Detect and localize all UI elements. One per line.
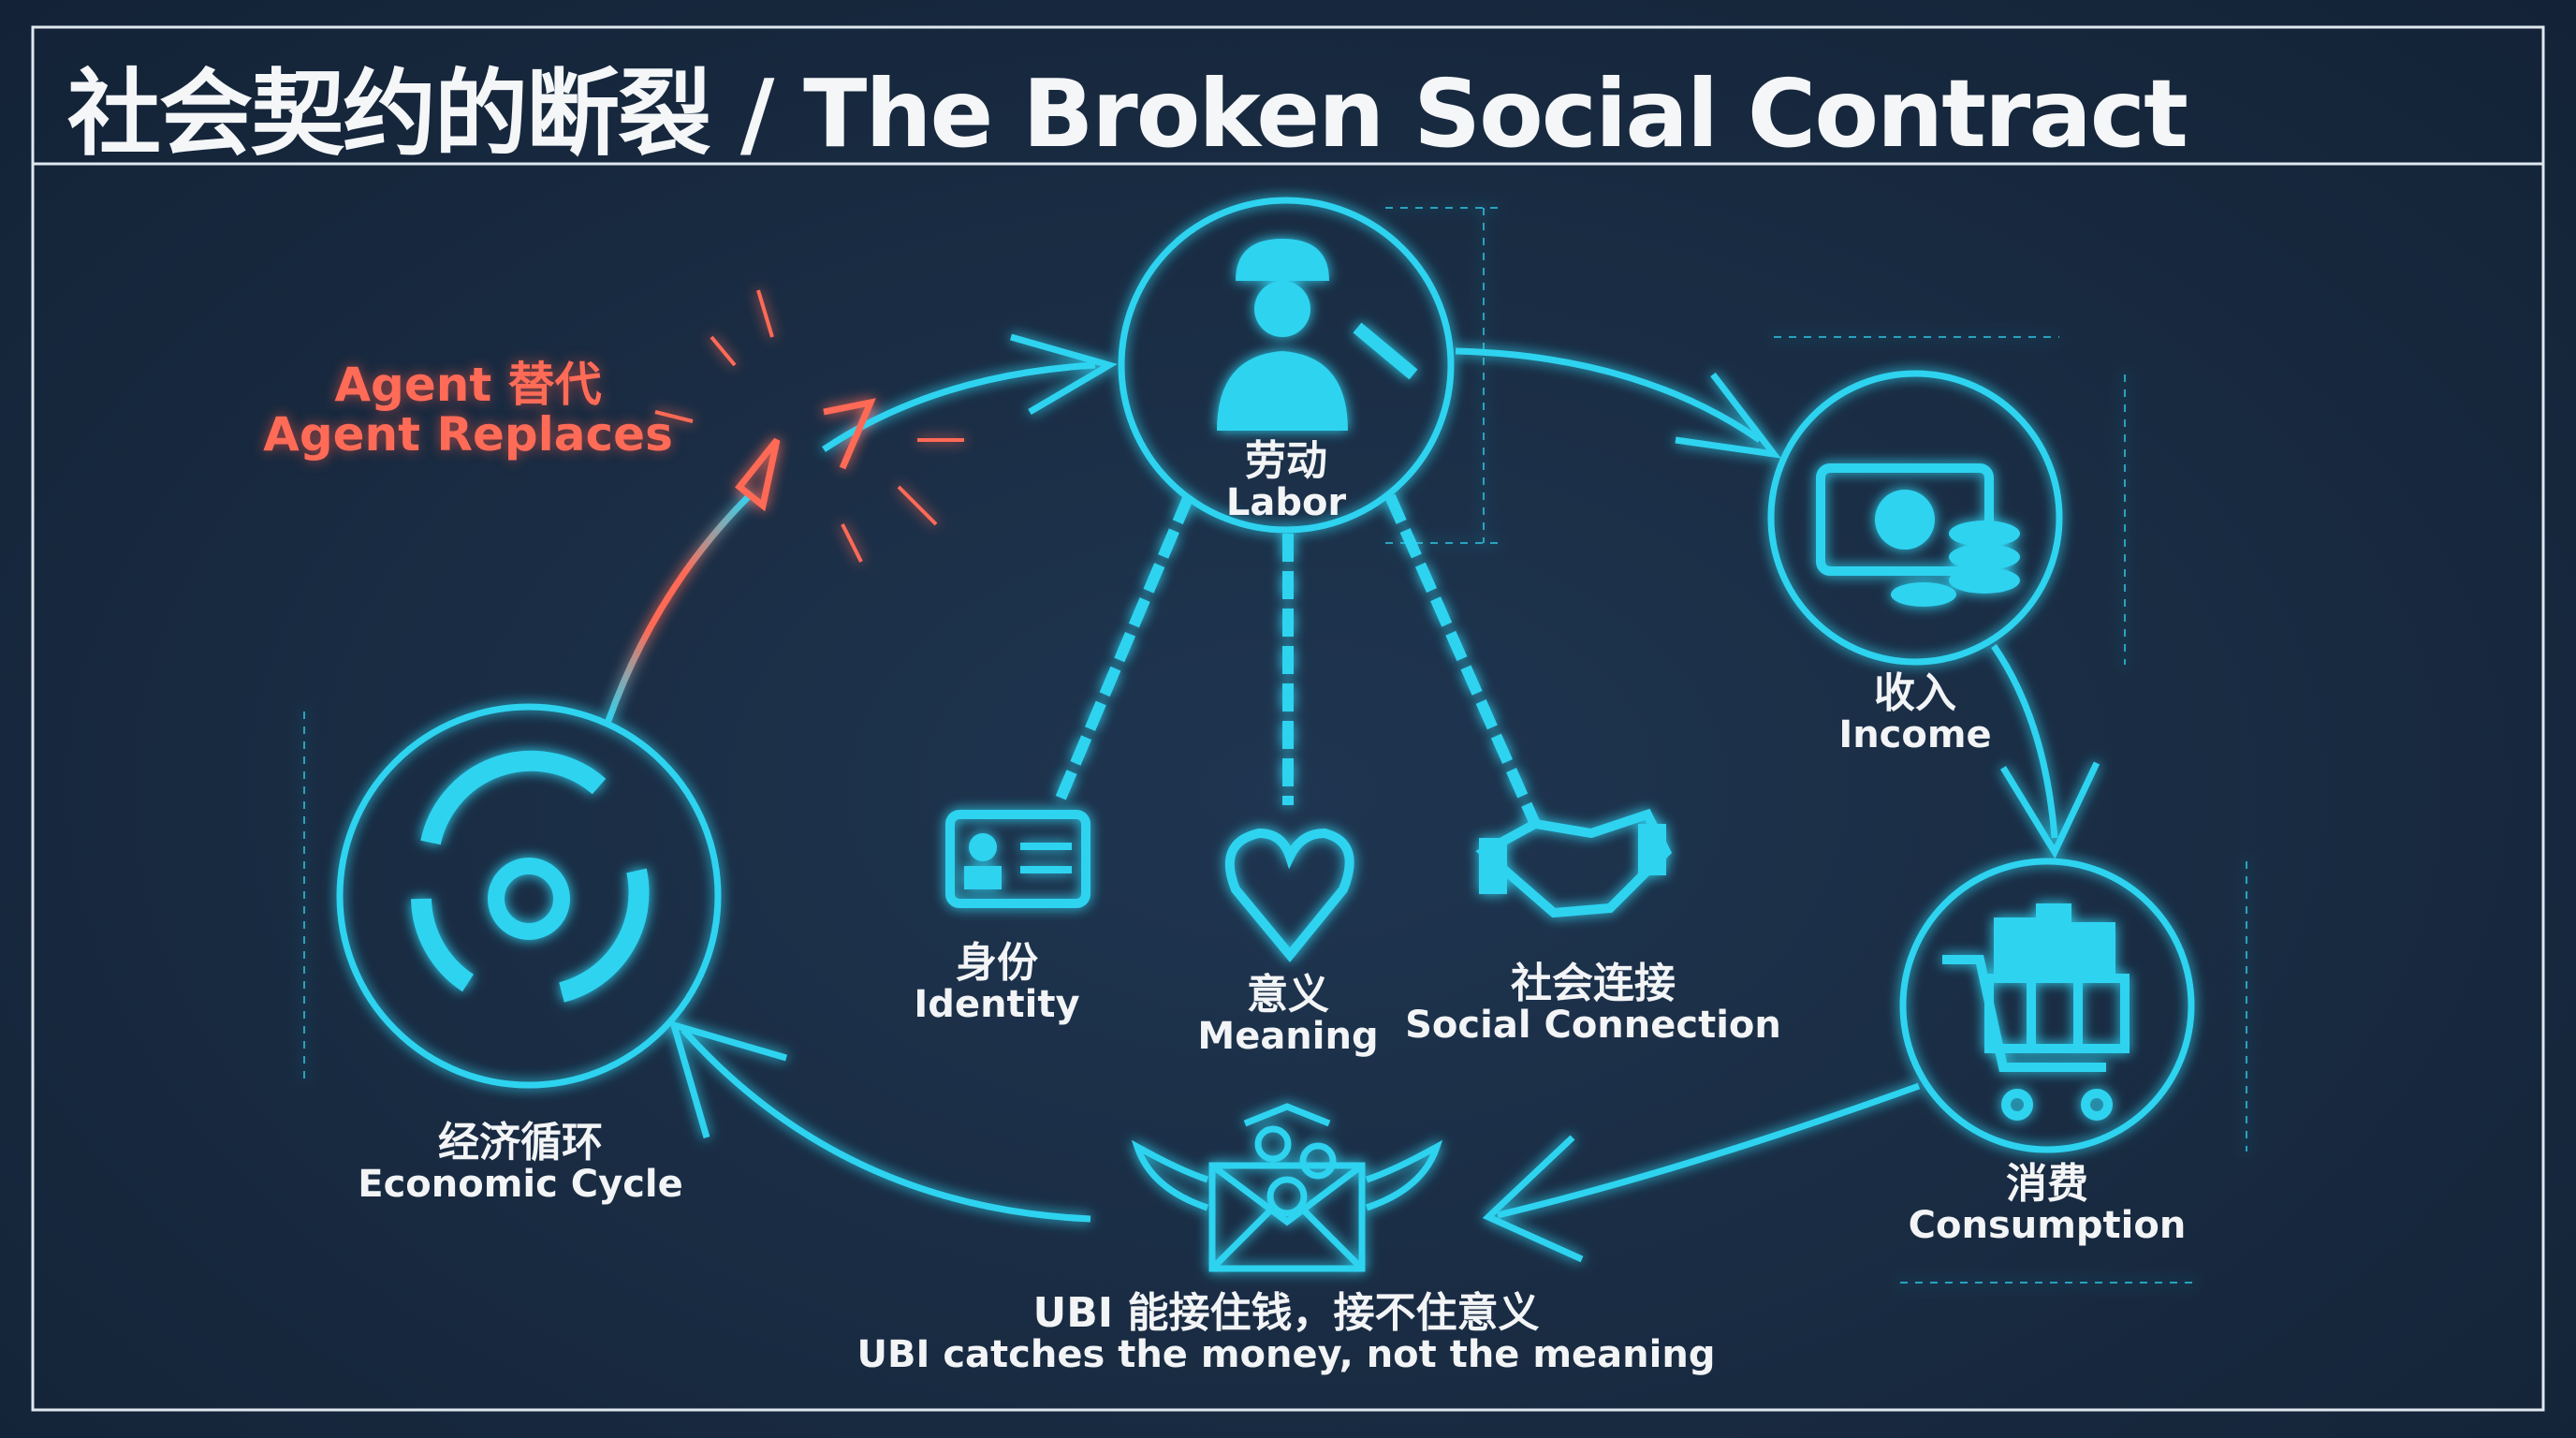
meaning-label-zh: 意义 bbox=[1246, 971, 1329, 1019]
meaning-label-en: Meaning bbox=[1197, 1015, 1379, 1059]
cycle-gear-icon bbox=[411, 750, 650, 1003]
heart-icon bbox=[1224, 828, 1354, 962]
income-label-zh: 收入 bbox=[1873, 669, 1956, 717]
economic-cycle-label: 经济循环 Economic Cycle bbox=[358, 1119, 683, 1207]
identity-label: 身份 Identity bbox=[914, 939, 1080, 1027]
handshake-icon bbox=[1475, 808, 1673, 918]
shopping-cart-icon bbox=[1942, 903, 2130, 1121]
arrow-ubi-to-cycle bbox=[668, 1020, 1091, 1223]
labor-label: 劳动 Labor bbox=[1225, 437, 1347, 525]
broken-arrow-cycle-to-labor bbox=[605, 289, 1118, 723]
chain-to-social bbox=[1384, 493, 1541, 827]
economic-cycle-label-zh: 经济循环 bbox=[437, 1119, 603, 1167]
worker-icon bbox=[1217, 239, 1418, 431]
frame bbox=[31, 25, 2545, 1412]
ubi-caption-en: UBI catches the money, not the meaning bbox=[856, 1333, 1716, 1377]
social-connection-label: 社会连接 Social Connection bbox=[1405, 960, 1781, 1048]
winged-envelope-icon bbox=[1131, 1103, 1443, 1272]
income-label: 收入 Income bbox=[1838, 669, 1992, 757]
income-node bbox=[1767, 370, 2063, 666]
money-icon bbox=[1816, 463, 2020, 607]
labor-label-zh: 劳动 bbox=[1244, 437, 1327, 485]
page-title: 社会契约的断裂 / The Broken Social Contract bbox=[67, 59, 2188, 169]
social-connection-label-zh: 社会连接 bbox=[1510, 960, 1676, 1007]
labor-label-en: Labor bbox=[1225, 481, 1347, 525]
identity-label-zh: 身份 bbox=[956, 939, 1038, 987]
agent-label-en: Agent Replaces bbox=[263, 406, 673, 462]
meaning-label: 意义 Meaning bbox=[1197, 971, 1379, 1059]
arrow-labor-to-income bbox=[1455, 347, 1781, 459]
identity-label-en: Identity bbox=[914, 983, 1080, 1027]
consumption-label-zh: 消费 bbox=[2005, 1160, 2088, 1208]
economic-cycle-label-en: Economic Cycle bbox=[358, 1163, 683, 1207]
id-card-icon bbox=[945, 810, 1090, 908]
income-label-en: Income bbox=[1838, 713, 1992, 757]
consumption-node bbox=[1899, 858, 2195, 1153]
consumption-label: 消费 Consumption bbox=[1908, 1160, 2187, 1248]
agent-replaces-label: Agent 替代 Agent Replaces bbox=[263, 360, 673, 459]
arrow-income-to-consumption bbox=[1991, 644, 2100, 859]
chain-to-identity bbox=[1052, 493, 1194, 808]
spark-burst-icon bbox=[654, 289, 964, 563]
economic-cycle-node bbox=[336, 703, 722, 1089]
consumption-label-en: Consumption bbox=[1908, 1204, 2187, 1248]
labor-node bbox=[1118, 197, 1455, 534]
social-connection-label-en: Social Connection bbox=[1405, 1004, 1781, 1048]
arrow-consumption-to-ubi bbox=[1482, 1082, 1921, 1263]
agent-label-zh: Agent 替代 bbox=[334, 358, 602, 412]
ubi-caption-zh: UBI 能接住钱，接不住意义 bbox=[1032, 1289, 1540, 1337]
ubi-caption: UBI 能接住钱，接不住意义 UBI catches the money, no… bbox=[856, 1289, 1716, 1377]
